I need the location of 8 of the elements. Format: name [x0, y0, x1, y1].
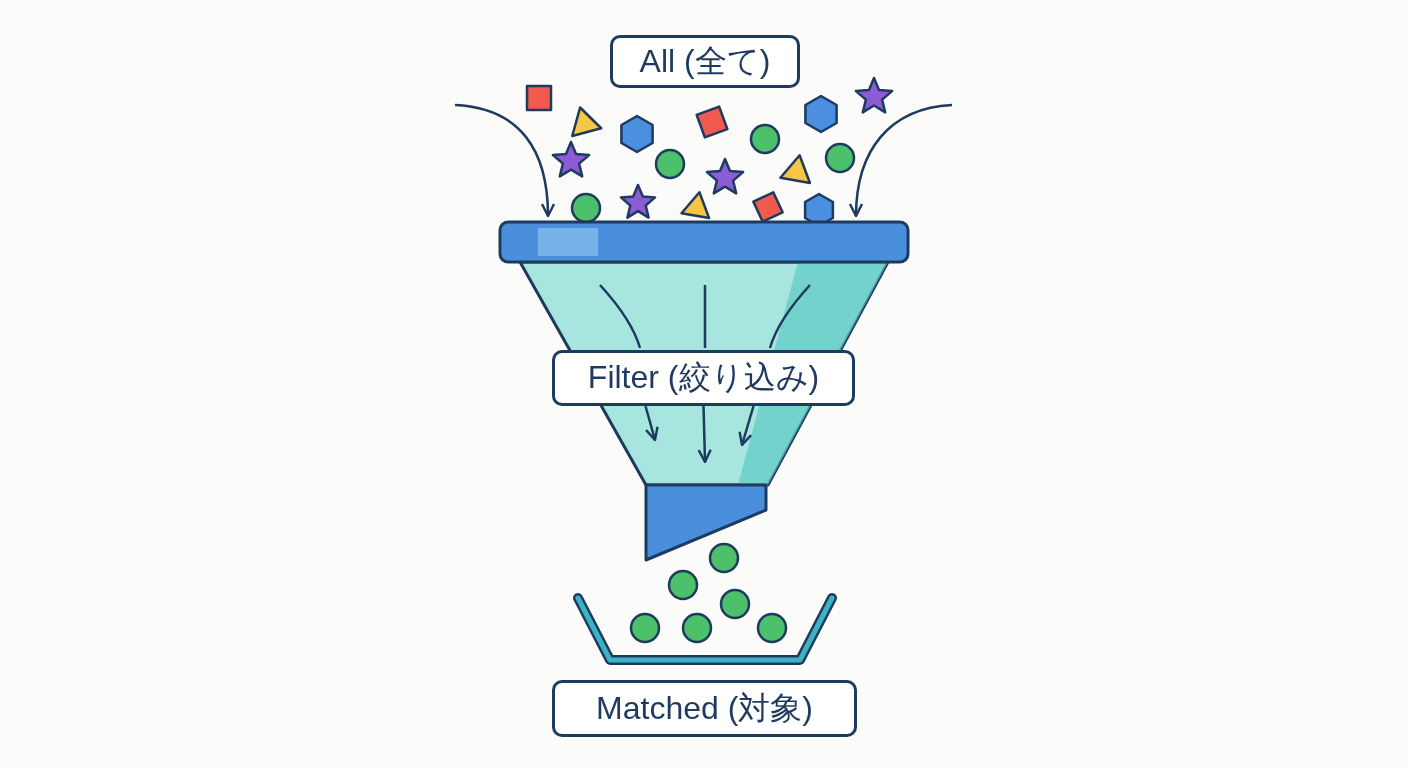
stage-label: Matched (対象) — [552, 680, 857, 737]
arrow — [738, 405, 755, 447]
stage-label: All (全て) — [610, 35, 800, 88]
arrow — [697, 405, 712, 464]
arrow — [454, 103, 555, 218]
stage-label: Filter (絞り込み) — [552, 350, 855, 406]
arrow — [849, 103, 953, 218]
arrow — [644, 405, 659, 442]
